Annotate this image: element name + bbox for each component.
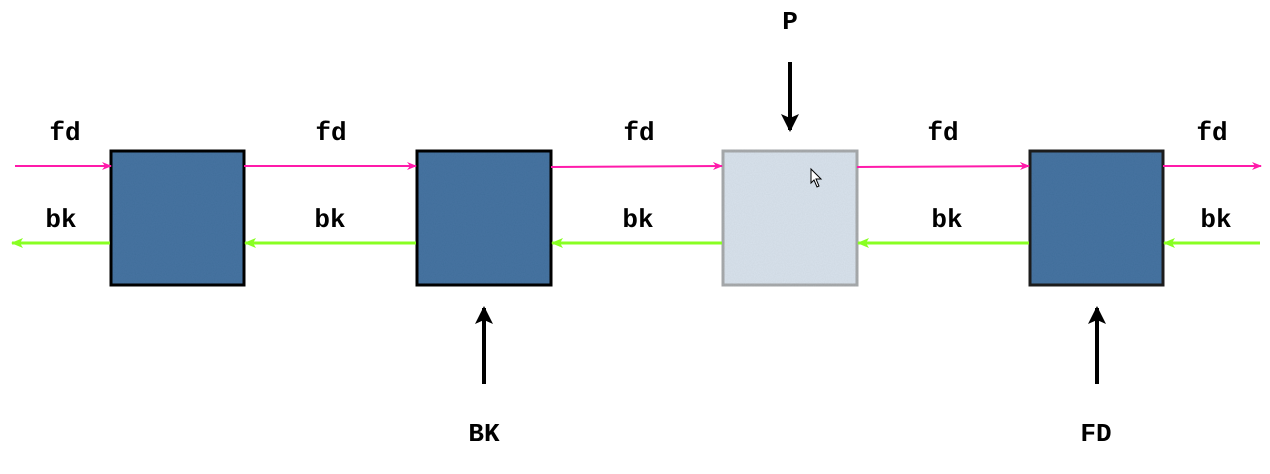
stage-block-3-active[interactable] [721, 149, 859, 287]
bk-label-3: bk [622, 205, 653, 235]
fd-arrow-4 [856, 162, 1030, 171]
fd-label-3: fd [623, 118, 654, 148]
fd-label-5: fd [1196, 118, 1227, 148]
bk-label-5: bk [1200, 205, 1231, 235]
bk-label-4: bk [931, 205, 962, 235]
fd-input-label: FD [1080, 419, 1111, 449]
bk-label-1: bk [45, 205, 76, 235]
fd-label-2: fd [315, 118, 346, 148]
stage-block-2[interactable] [415, 149, 553, 287]
p-input-label: P [782, 7, 798, 37]
mouse-pointer-icon [810, 167, 823, 188]
stage-block-1[interactable] [109, 149, 246, 287]
bk-input-label: BK [468, 419, 500, 449]
fd-arrow-3 [550, 162, 723, 171]
bk-label-2: bk [314, 205, 345, 235]
fd-label-4: fd [927, 118, 958, 148]
stage-block-4[interactable] [1028, 149, 1165, 287]
fd-label-1: fd [49, 118, 80, 148]
